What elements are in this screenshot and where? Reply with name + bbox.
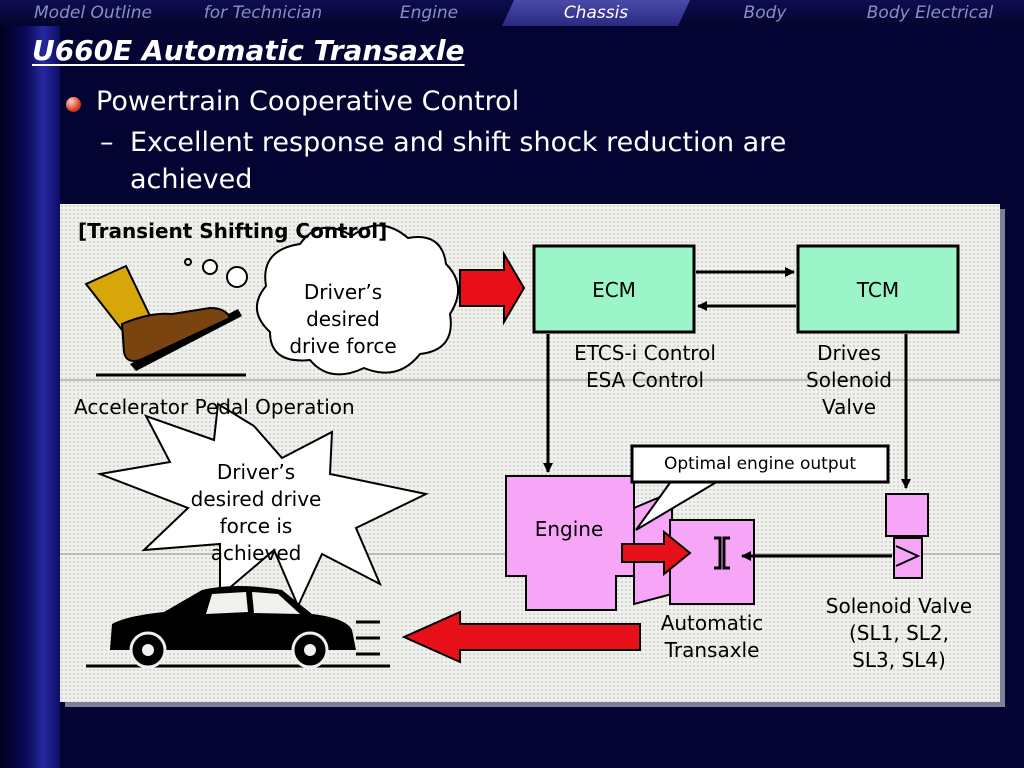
burst-text: Driver’s desired drive force is achieved bbox=[190, 460, 322, 565]
callout-box bbox=[630, 444, 890, 484]
tab-engine[interactable]: Engine bbox=[399, 3, 459, 23]
thought-bubble-text: Driver’s desired drive force bbox=[289, 280, 397, 358]
diagram-graphics bbox=[60, 224, 1000, 669]
bullet-sub-dash: – bbox=[100, 127, 114, 158]
bullet-sub-line2: achieved bbox=[130, 164, 253, 195]
ecm-box bbox=[532, 244, 696, 334]
tab-chassis[interactable]: Chassis bbox=[502, 0, 690, 26]
tcm-box bbox=[796, 244, 960, 334]
bullet-sub-line1: Excellent response and shift shock reduc… bbox=[130, 127, 787, 158]
tab-for-technician[interactable]: for Technician bbox=[203, 3, 323, 23]
output-arrow bbox=[401, 610, 641, 664]
diagram-panel: [Transient Shifting Control] Accelerator… bbox=[60, 204, 1000, 702]
power-arrow bbox=[621, 529, 692, 577]
thought-bubble bbox=[256, 224, 459, 376]
tab-body-electrical[interactable]: Body Electrical bbox=[866, 3, 994, 23]
solenoid-caption: Solenoid Valve (SL1, SL2, SL3, SL4) bbox=[825, 594, 973, 672]
bullet-sphere-icon bbox=[66, 97, 81, 112]
pedal-caption: Accelerator Pedal Operation bbox=[74, 395, 355, 419]
bullet-main: Powertrain Cooperative Control bbox=[96, 86, 520, 117]
transaxle-caption: Automatic Transaxle bbox=[660, 611, 764, 662]
slide-title: U660E Automatic Transaxle bbox=[32, 34, 465, 67]
engine-label: Engine bbox=[534, 517, 604, 541]
transaxle-case bbox=[669, 519, 755, 605]
clutch-symbol-icon bbox=[714, 536, 730, 570]
tab-model-outline[interactable]: Model Outline bbox=[34, 3, 152, 23]
car-silhouette-icon bbox=[86, 586, 390, 669]
burst-shape bbox=[96, 402, 430, 609]
bullet-sub: –Excellent response and shift shock redu… bbox=[100, 124, 786, 198]
speed-lines-icon bbox=[356, 620, 380, 656]
ecm-caption: ETCS-i Control ESA Control bbox=[574, 341, 716, 392]
callout-label: Optimal engine output bbox=[663, 454, 857, 474]
left-sidebar bbox=[0, 0, 60, 768]
ecm-label: ECM bbox=[592, 278, 636, 302]
engine-block bbox=[505, 475, 635, 611]
solenoid-valve-icon bbox=[885, 493, 929, 579]
tcm-label: TCM bbox=[856, 278, 900, 302]
diagram-heading: [Transient Shifting Control] bbox=[78, 219, 388, 243]
input-arrow bbox=[459, 250, 526, 326]
tab-body[interactable]: Body bbox=[743, 3, 787, 23]
accelerator-pedal-foot-icon bbox=[84, 258, 248, 377]
tcm-caption: Drives Solenoid Valve bbox=[806, 341, 892, 419]
top-nav-bar: Model Outline for Technician Engine Chas… bbox=[0, 0, 1024, 26]
